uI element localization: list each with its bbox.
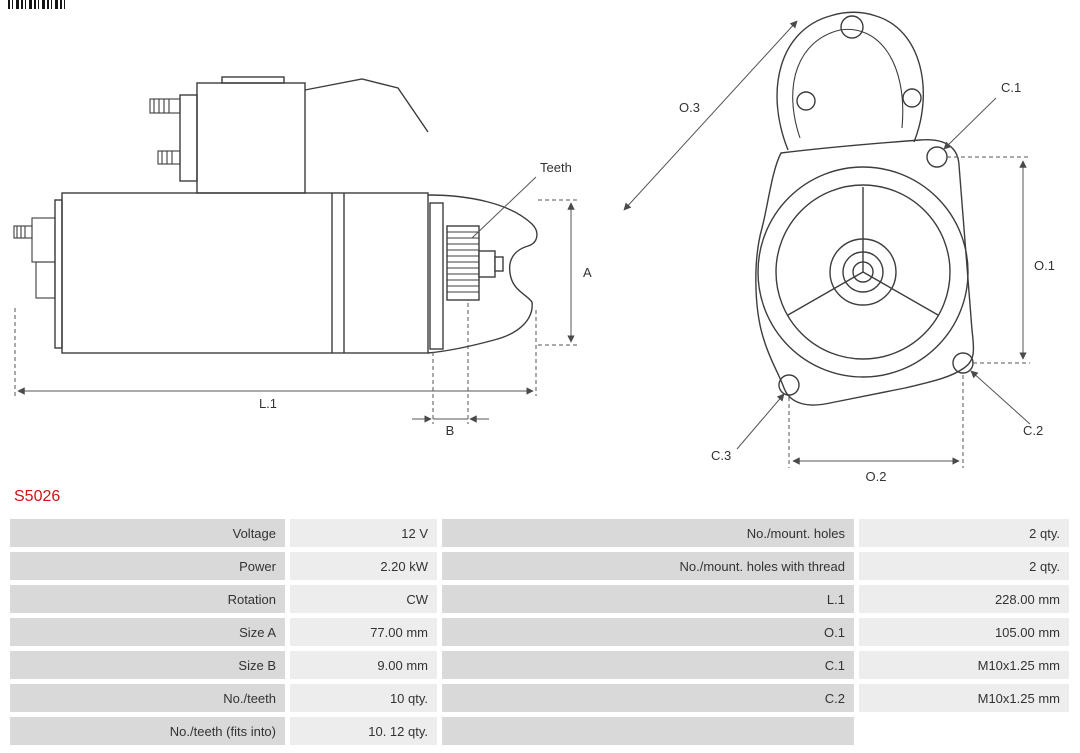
- gear-teeth-hatch: [447, 231, 479, 293]
- dim-label-b: B: [446, 423, 455, 438]
- spec-label-cell: Size A: [10, 618, 285, 646]
- dim-label-c1: C.1: [1001, 80, 1021, 95]
- mount-hole-c3: [778, 374, 800, 396]
- spec-value-cell: 10 qty.: [290, 684, 437, 712]
- front-view-dimensions: [623, 20, 1031, 468]
- mount-hole-c1: [926, 146, 948, 168]
- spec-label-cell: Rotation: [10, 585, 285, 613]
- dim-label-o1: O.1: [1034, 258, 1055, 273]
- spec-value-cell: 105.00 mm: [859, 618, 1069, 646]
- spec-label-cell: No./mount. holes with thread: [442, 552, 854, 580]
- spec-label-cell: No./mount. holes: [442, 519, 854, 547]
- side-view-dimensions: [14, 176, 578, 424]
- dim-label-o3: O.3: [679, 100, 700, 115]
- spec-label-cell: No./teeth: [10, 684, 285, 712]
- spec-value-cell: 228.00 mm: [859, 585, 1069, 613]
- body-terminal: [13, 217, 56, 299]
- spec-label-cell: C.2: [442, 684, 854, 712]
- spec-label-cell: No./teeth (fits into): [10, 717, 285, 745]
- pinion-gear: [429, 202, 504, 350]
- dim-label-c3: C.3: [711, 448, 731, 463]
- dim-label-a: A: [583, 265, 592, 280]
- spec-label-cell: Size B: [10, 651, 285, 679]
- technical-drawing: Teeth A L.1 B: [13, 11, 1055, 484]
- spec-value-cell: M10x1.25 mm: [859, 684, 1069, 712]
- solenoid-terminals: [149, 98, 181, 165]
- spec-value-cell: 10. 12 qty.: [290, 717, 437, 745]
- spec-value-cell: 2 qty.: [859, 519, 1069, 547]
- part-number: S5026: [14, 488, 61, 505]
- spec-value-cell: 12 V: [290, 519, 437, 547]
- starter-side-view: [13, 76, 538, 354]
- dim-label-o2: O.2: [866, 469, 887, 484]
- dim-label-l1: L.1: [259, 396, 277, 411]
- spec-label-cell: L.1: [442, 585, 854, 613]
- spec-value-cell: 77.00 mm: [290, 618, 437, 646]
- dim-label-c2: C.2: [1023, 423, 1043, 438]
- spec-value-cell: [859, 717, 1069, 745]
- dim-label-teeth: Teeth: [540, 160, 572, 175]
- spec-table: Voltage 12 V No./mount. holes 2 qty. Pow…: [10, 519, 1069, 745]
- barcode: [8, 0, 65, 9]
- spec-label-cell: [442, 717, 854, 745]
- starter-front-view: [755, 11, 975, 406]
- spec-value-cell: 9.00 mm: [290, 651, 437, 679]
- spec-value-cell: CW: [290, 585, 437, 613]
- spec-label-cell: Voltage: [10, 519, 285, 547]
- spec-value-cell: M10x1.25 mm: [859, 651, 1069, 679]
- spec-label-cell: O.1: [442, 618, 854, 646]
- spec-label-cell: Power: [10, 552, 285, 580]
- spec-value-cell: 2.20 kW: [290, 552, 437, 580]
- spec-value-cell: 2 qty.: [859, 552, 1069, 580]
- spec-label-cell: C.1: [442, 651, 854, 679]
